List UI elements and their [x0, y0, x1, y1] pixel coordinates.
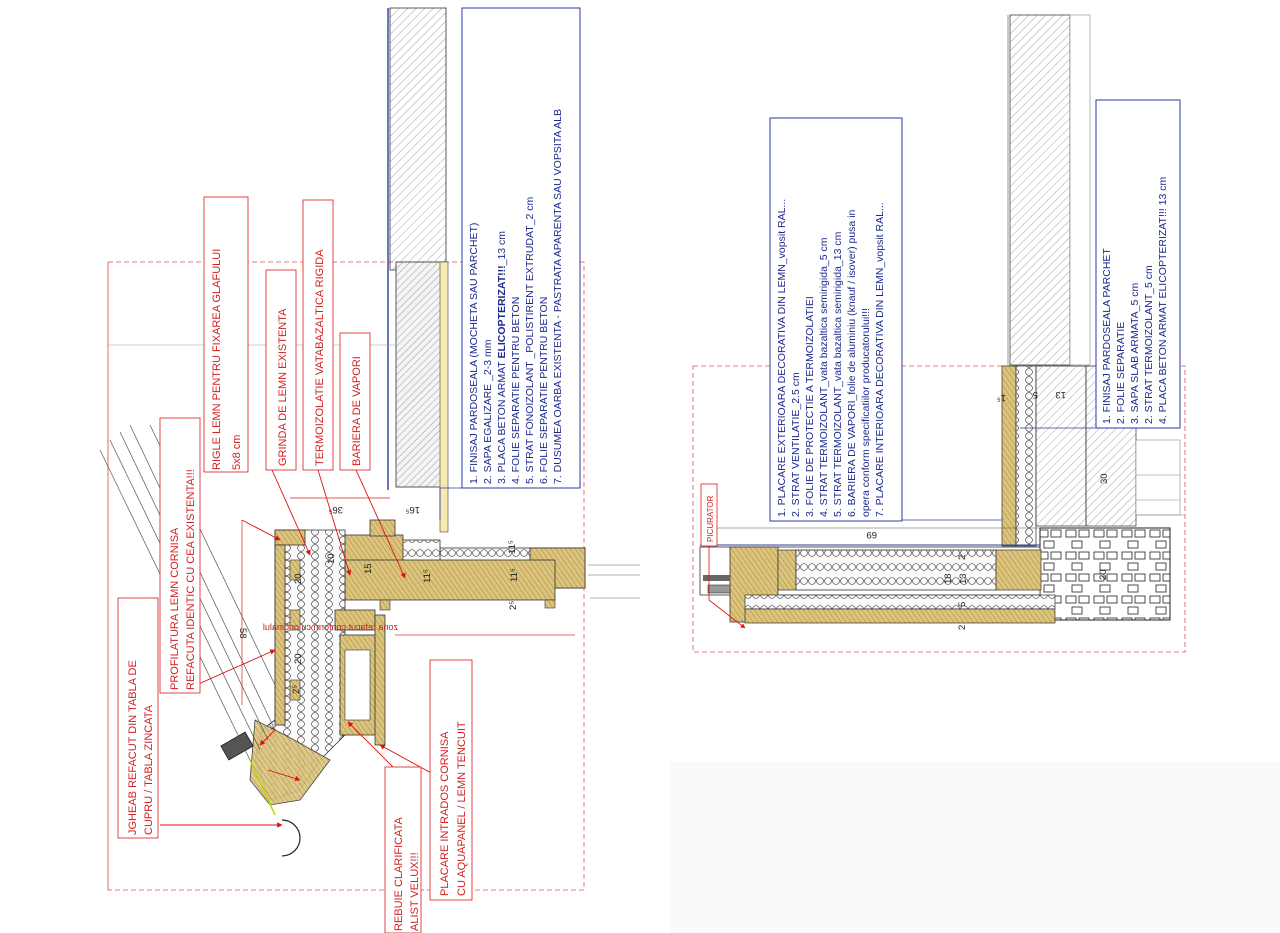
dim-16: 16⁵: [405, 504, 420, 515]
svg-text:2. FOLIE SEPARATIE: 2. FOLIE SEPARATIE: [1115, 322, 1127, 424]
svg-text:1. PLACARE EXTERIOARA DECORATI: 1. PLACARE EXTERIOARA DECORATIVA DIN LEM…: [776, 199, 788, 517]
svg-text:5. STRAT TERMOIZOLANT_vata baz: 5. STRAT TERMOIZOLANT_vata bazaltica sem…: [832, 231, 844, 517]
left-detail: zona refacut conform cu originalul 58 36…: [99, 7, 640, 933]
svg-text:opera conform specificatiilor: opera conform specificatiilor producator…: [860, 308, 872, 517]
svg-text:4. FOLIE SEPARATIE PENTRU BETO: 4. FOLIE SEPARATIE PENTRU BETON: [510, 297, 522, 484]
label-rebuie: REBUIE CLARIFICATA ALIST VELUX!!!: [384, 766, 422, 933]
right-upper-wall: [1009, 14, 1071, 366]
dim-58: 58: [237, 628, 248, 639]
dim-20b: 20: [293, 653, 304, 664]
svg-text:JGHEAB REFACUT DIN TABLA DE: JGHEAB REFACUT DIN TABLA DE: [127, 660, 139, 835]
dim-13b: 13: [1055, 389, 1066, 400]
dim-25: 2⁵: [508, 601, 519, 610]
dim-115c: 11⁵: [507, 540, 518, 554]
svg-text:GRINDA DE LEMN EXISTENTA: GRINDA DE LEMN EXISTENTA: [277, 308, 289, 466]
dim-115b: 11⁵: [509, 568, 520, 582]
svg-text:PLACARE INTRADOS CORNISA: PLACARE INTRADOS CORNISA: [439, 731, 451, 896]
dim-36: 36⁵: [328, 504, 343, 515]
dim-18: 18: [943, 573, 954, 584]
svg-text:7. DUSUMEA OARBA EXISTENTA - P: 7. DUSUMEA OARBA EXISTENTA - PASTRATA AP…: [552, 109, 564, 484]
legend-right-b: 1. FINISAJ PARDOSEALA PARCHET 2. FOLIE S…: [1020, 99, 1181, 429]
downpipe-arc: [281, 819, 301, 857]
wall-core: [395, 261, 447, 488]
right-frame: [692, 365, 1186, 653]
svg-text:5x8 cm: 5x8 cm: [231, 435, 243, 470]
dim-20a: 20: [293, 573, 304, 584]
svg-text:2. STRAT VENTILATIE_2.5 cm: 2. STRAT VENTILATIE_2.5 cm: [790, 372, 802, 517]
dim-115a: 11⁵: [422, 569, 433, 583]
upper-wall: [389, 7, 447, 271]
svg-text:2. STRAT TERMOIZOLANT_5 cm: 2. STRAT TERMOIZOLANT_5 cm: [1143, 265, 1155, 424]
svg-text:7. PLACARE INTERIOARA DECORATI: 7. PLACARE INTERIOARA DECORATIVA DIN LEM…: [874, 202, 886, 517]
dim-10: 10: [326, 553, 337, 564]
svg-text:1. FINISAJ PARDOSEALA (MOCHETA: 1. FINISAJ PARDOSEALA (MOCHETA SAU PARCH…: [468, 223, 480, 484]
dim-13: 13: [958, 573, 969, 584]
svg-text:TERMOIZOLATIE VATABAZALTICA RI: TERMOIZOLATIE VATABAZALTICA RIGIDA: [314, 249, 326, 466]
dim-20: 20: [1098, 569, 1109, 580]
svg-text:6. BARIERA DE VAPORI_folie de: 6. BARIERA DE VAPORI_folie de aluminiu (…: [846, 209, 858, 517]
label-grinda: GRINDA DE LEMN EXISTENTA: [265, 269, 297, 471]
gutter: [220, 731, 254, 761]
svg-text:3. SAPA SLAB ARMATA_5 cm: 3. SAPA SLAB ARMATA_5 cm: [1129, 283, 1141, 424]
svg-text:PROFILATURA LEMN CORNISA: PROFILATURA LEMN CORNISA: [169, 527, 181, 690]
label-placare: PLACARE INTRADOS CORNISA CU AQUAPANEL / …: [429, 659, 473, 901]
svg-text:CU AQUAPANEL / LEMN TENCUIT: CU AQUAPANEL / LEMN TENCUIT: [456, 721, 468, 896]
svg-text:6. FOLIE SEPARATIE PENTRU BETO: 6. FOLIE SEPARATIE PENTRU BETON: [538, 297, 550, 484]
dim-2b: 2: [957, 625, 968, 630]
beam: [344, 559, 556, 601]
dim-5b: 5: [1033, 389, 1038, 400]
svg-text:5. STRAT FONOIZOLANT _POLISTIR: 5. STRAT FONOIZOLANT _POLISTIRENT EXTRUD…: [524, 196, 536, 484]
svg-text:2. SAPA EGALIZARE _2-3 mm: 2. SAPA EGALIZARE _2-3 mm: [482, 339, 494, 484]
legend-right-a: 1. PLACARE EXTERIOARA DECORATIVA DIN LEM…: [769, 117, 1002, 522]
label-picurator: PICURATOR: [700, 483, 746, 629]
label-jgheab: JGHEAB REFACUT DIN TABLA DE CUPRU / TABL…: [117, 597, 159, 839]
svg-text:REFACUTA IDENTIC CU CEA EXISTE: REFACUTA IDENTIC CU CEA EXISTENTA!!!: [185, 469, 197, 690]
label-rigle: RIGLE LEMN PENTRU FIXAREA GLAFULUI 5x8 c…: [203, 196, 249, 473]
svg-text:4. STRAT TERMOIZOLANT_vata baz: 4. STRAT TERMOIZOLANT_vata bazaltica sem…: [818, 237, 830, 517]
svg-text:1. FINISAJ PARDOSEALA PARCHET: 1. FINISAJ PARDOSEALA PARCHET: [1101, 248, 1113, 424]
zona-label: zona refacut conform cu originalul: [263, 622, 398, 632]
dim-30: 30: [1099, 473, 1110, 484]
dim-15b: 1⁵: [997, 392, 1006, 403]
label-termo: TERMOIZOLATIE VATABAZALTICA RIGIDA: [302, 199, 334, 471]
dim-69: 69: [866, 529, 877, 540]
dim-15: 15: [363, 563, 374, 574]
svg-text:4. PLACA BETON ARMAT ELICOPTER: 4. PLACA BETON ARMAT ELICOPTERIZAT!!! 13…: [1157, 177, 1169, 424]
right-detail: 69 18 13 2 5 2 30 20 13 5 1⁵ PICURATOR 1…: [692, 14, 1186, 653]
slab-insulation: [795, 549, 997, 591]
dim-5: 5: [957, 602, 968, 607]
legend-left: 1. FINISAJ PARDOSEALA (MOCHETA SAU PARCH…: [439, 7, 581, 520]
svg-text:3. FOLIE DE PROTECTIE A TERMOI: 3. FOLIE DE PROTECTIE A TERMOIZOLATIEI: [804, 296, 816, 517]
label-profilatura: PROFILATURA LEMN CORNISA REFACUTA IDENTI…: [159, 417, 201, 694]
label-bariera: BARIERA DE VAPORI: [339, 332, 371, 471]
svg-text:CUPRU / TABLA ZINCATA: CUPRU / TABLA ZINCATA: [143, 704, 155, 835]
svg-text:PICURATOR: PICURATOR: [706, 495, 715, 542]
dim-2: 2: [957, 555, 968, 560]
svg-text:REBUIE CLARIFICATA: REBUIE CLARIFICATA: [393, 816, 405, 931]
svg-text:ALIST VELUX!!!: ALIST VELUX!!!: [409, 852, 421, 931]
svg-text:3. PLACA BETON ARMAT ELICOPTER: 3. PLACA BETON ARMAT ELICOPTERIZAT!!!_13…: [496, 231, 508, 484]
svg-text:RIGLE LEMN PENTRU FIXAREA GLAF: RIGLE LEMN PENTRU FIXAREA GLAFULUI: [211, 249, 223, 470]
dim-25b: 2⁵: [291, 685, 302, 694]
svg-text:BARIERA DE VAPORI: BARIERA DE VAPORI: [351, 356, 363, 466]
blank-panel: [670, 762, 1280, 933]
